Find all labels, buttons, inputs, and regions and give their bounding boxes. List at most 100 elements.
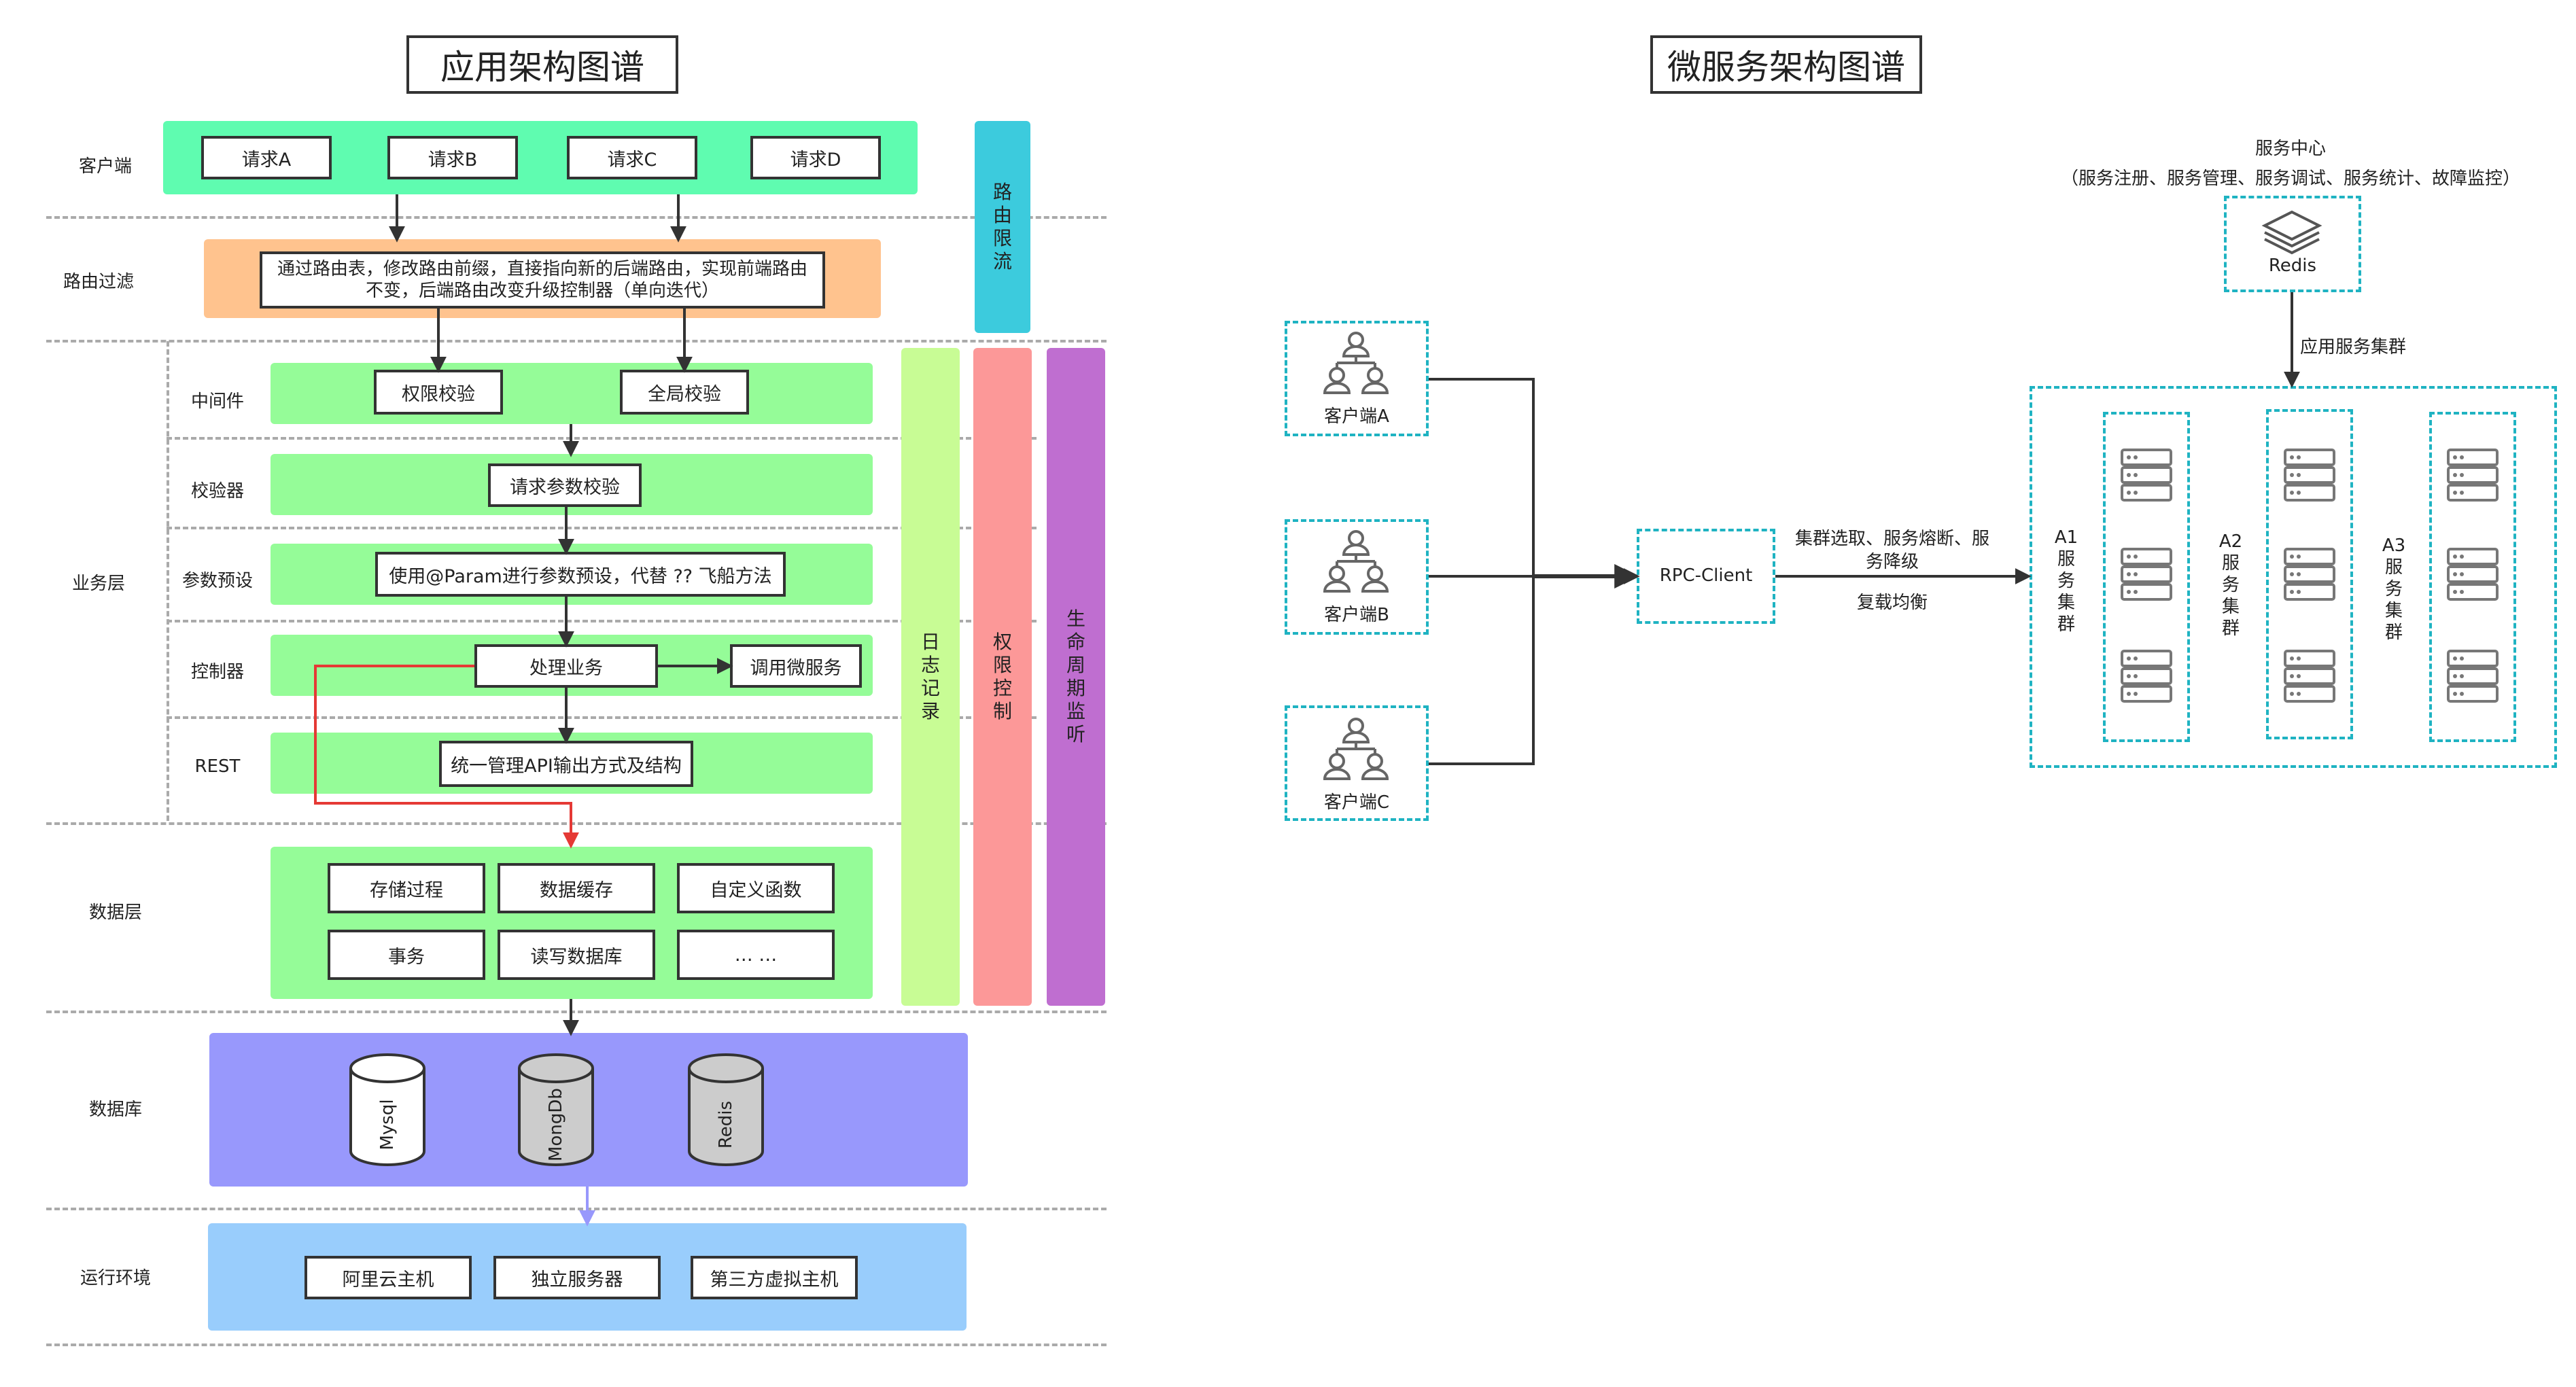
separator [46,1344,1107,1346]
client-c-box [1285,705,1429,821]
separator [46,822,1107,825]
auth-bar: 权限控制 [973,348,1032,1006]
server-icon [2447,650,2499,703]
sub-separator [167,716,1037,719]
mongodb-cylinder [518,1053,594,1166]
log-bar: 日志记录 [901,348,960,1006]
user-group-icon [1323,718,1389,780]
sublayer-label-validator: 校验器 [190,480,244,502]
separator [46,216,1107,219]
cluster-a1-servers [2103,412,2190,742]
cluster-a3-label-wrap: A3服务集群 [2373,531,2414,647]
request-a-box: 请求A [201,136,332,179]
layer-label-business: 业务层 [71,573,125,594]
server-icon [2121,449,2172,502]
sublayer-label-controller: 控制器 [190,661,244,682]
cluster-a3-servers [2429,412,2516,742]
user-group-icon [1323,530,1389,593]
lifecycle-bar: 生命周期监听 [1047,348,1105,1006]
server-icon [2284,449,2335,502]
sublayer-label-rest: REST [194,756,241,777]
auth-label: 权限控制 [992,631,1012,722]
layers-icon [2261,210,2322,255]
layer-label-database: 数据库 [88,1099,142,1120]
connector-client-c [1429,576,1535,765]
rpc-edge-text-1: 集群选取、服务熔断、服务降级 [1794,529,1989,572]
mysql-cylinder [349,1053,425,1166]
cluster-a3-label: A3服务集群 [2382,536,2406,643]
business-divider [167,341,169,821]
layer-label-client: 客户端 [78,156,132,177]
cluster-title: 应用服务集群 [2300,337,2407,357]
custom-function-box: 自定义函数 [677,863,835,913]
separator [46,1011,1107,1013]
server-icon [2447,449,2499,502]
left-title: 应用架构图谱 [406,35,678,94]
more-box: … … [677,930,835,980]
call-microservice-box: 调用微服务 [730,644,862,688]
layer-label-runtime: 运行环境 [80,1267,151,1288]
right-title: 微服务架构图谱 [1650,35,1922,94]
route-limit-bar: 路由限流 [975,121,1030,333]
arrow-business-data-red [314,665,579,849]
sub-separator [167,527,1037,529]
server-icon [2121,548,2172,601]
unified-api-box: 统一管理API输出方式及结构 [439,741,693,787]
cluster-a1-label: A1服务集群 [2054,527,2078,635]
lifecycle-label: 生命周期监听 [1066,608,1085,745]
handle-business-box: 处理业务 [474,644,658,688]
auth-check-box: 权限校验 [374,370,503,415]
server-icon [2447,548,2499,601]
third-party-vm-box: 第三方虚拟主机 [691,1256,858,1299]
request-param-check-box: 请求参数校验 [488,463,642,507]
separator [46,1208,1107,1210]
client-a-box [1285,321,1429,436]
route-limit-label: 路由限流 [992,181,1012,273]
client-a-label: 客户端A [1324,406,1389,427]
layer-label-routing: 路由过滤 [63,271,134,292]
dedicated-server-box: 独立服务器 [493,1256,661,1299]
cluster-a2-label-wrap: A2服务集群 [2210,527,2251,643]
request-c-box: 请求C [567,136,697,179]
rw-database-box: 读写数据库 [498,930,655,980]
client-b-box [1285,519,1429,635]
request-d-box: 请求D [750,136,881,179]
service-center-title: 服务中心 [2255,139,2326,159]
rpc-edge-label-2: 复载均衡 [1856,593,1928,613]
server-icon [2121,650,2172,703]
server-icon [2284,650,2335,703]
service-center-desc: （服务注册、服务管理、服务调试、服务统计、故障监控） [2060,169,2520,189]
user-group-icon [1323,332,1389,394]
server-icon [2284,548,2335,601]
sublayer-label-param: 参数预设 [181,570,253,591]
separator [46,340,1107,343]
cluster-a1-label-wrap: A1服务集群 [2046,523,2087,639]
request-b-box: 请求B [387,136,518,179]
layer-label-data: 数据层 [88,902,142,923]
transaction-box: 事务 [328,930,485,980]
param-preset-box: 使用@Param进行参数预设，代替 ?? 飞船方法 [375,552,786,597]
log-label: 日志记录 [920,631,940,722]
redis-cylinder [688,1053,764,1166]
rpc-client-label: RPC-Client [1659,565,1753,586]
connector-client-a [1429,378,1535,576]
data-cache-box: 数据缓存 [498,863,655,913]
redis-label-right: Redis [2268,256,2317,276]
sub-separator [167,437,1037,440]
routing-rule-box: 通过路由表，修改路由前缀，直接指向新的后端路由，实现前端路由不变，后端路由改变升… [260,251,825,309]
rpc-edge-label-1: 集群选取、服务熔断、服务降级 [1790,527,1994,574]
redis-service-center-box [2224,196,2361,292]
client-b-label: 客户端B [1324,605,1389,625]
routing-rule-text: 通过路由表，修改路由前缀，直接指向新的后端路由，实现前端路由不变，后端路由改变升… [277,259,807,301]
sub-separator [167,620,1037,622]
middleware-band [271,363,873,424]
aliyun-host-box: 阿里云主机 [304,1256,472,1299]
sublayer-label-middleware: 中间件 [190,391,244,412]
cluster-a2-label: A2服务集群 [2218,531,2243,639]
client-c-label: 客户端C [1323,792,1390,813]
cluster-a2-servers [2266,409,2353,739]
stored-procedure-box: 存储过程 [328,863,485,913]
